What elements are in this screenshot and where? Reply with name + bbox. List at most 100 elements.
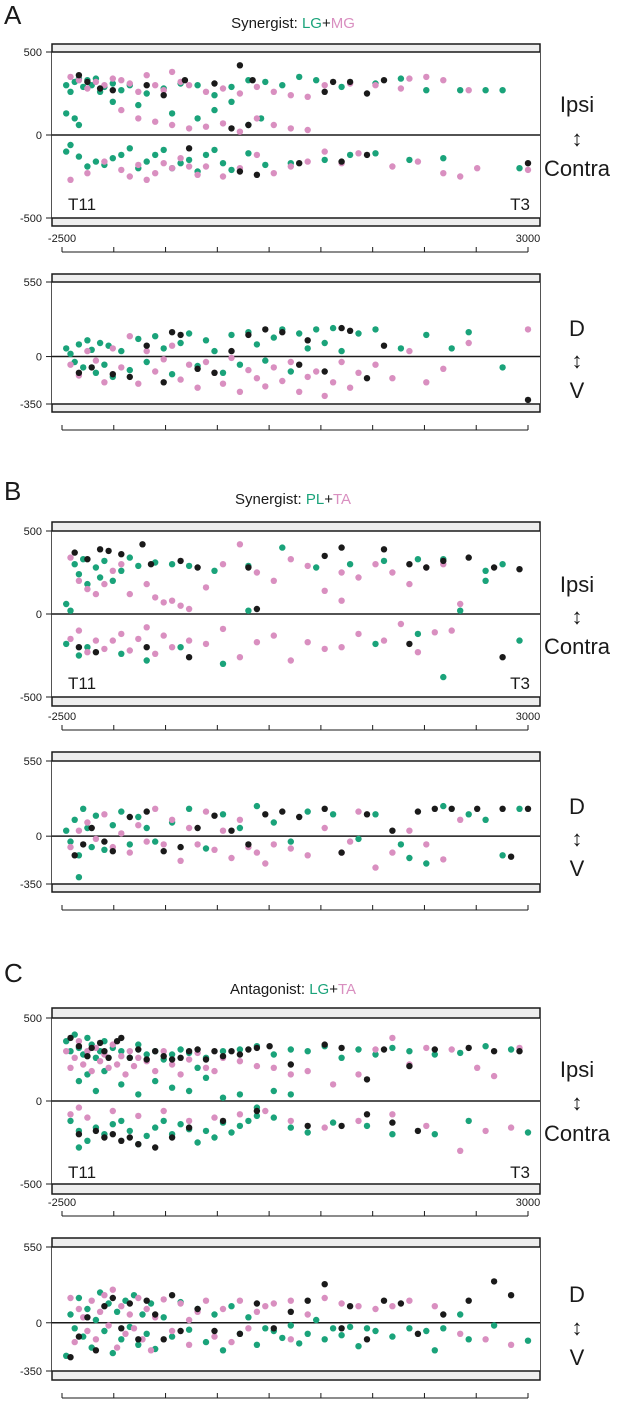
ta-point <box>105 1322 112 1329</box>
ta-point <box>88 1297 95 1304</box>
ta-point <box>474 1064 481 1072</box>
lg-point <box>236 1046 244 1053</box>
ta-point <box>321 587 328 594</box>
ta-point <box>135 635 142 643</box>
pl-point <box>219 660 227 667</box>
black-point <box>160 1053 167 1060</box>
mg-point <box>355 369 362 376</box>
black-point <box>71 549 78 556</box>
lg-point <box>101 1327 108 1335</box>
black-point <box>126 1300 133 1307</box>
ta-point <box>118 830 125 837</box>
black-point <box>139 541 146 548</box>
lg-point <box>160 345 167 352</box>
lg-point <box>126 145 133 152</box>
lg-point <box>397 75 405 82</box>
black-point <box>414 1330 422 1338</box>
lg-point <box>406 156 413 164</box>
dorsal-label: D <box>569 316 585 341</box>
black-point <box>101 1134 108 1141</box>
black-point <box>228 827 235 834</box>
ventral-label: V <box>570 1345 585 1370</box>
black-point <box>406 640 413 648</box>
y-tick-label: -500 <box>20 1179 42 1191</box>
mg-point <box>465 339 472 347</box>
lg-point <box>465 1117 472 1125</box>
pl-point <box>67 607 74 614</box>
lg-point <box>389 1044 396 1052</box>
lg-point <box>118 151 125 159</box>
black-point <box>431 805 438 812</box>
segment-label-left: T11 <box>68 1163 96 1182</box>
mg-point <box>202 88 210 96</box>
pl-point <box>84 644 91 651</box>
black-point <box>118 551 125 558</box>
ta-point <box>75 827 83 834</box>
panel-title: Antagonist: LG+TA <box>230 981 356 998</box>
mg-point <box>185 125 193 132</box>
pl-point <box>236 824 244 832</box>
lg-point <box>143 1330 150 1338</box>
black-point <box>363 1111 371 1118</box>
ta-point <box>126 647 133 654</box>
mg-point <box>109 345 117 352</box>
ta-point <box>80 1061 87 1068</box>
lg-point <box>135 1341 142 1349</box>
plot-area <box>52 1247 540 1371</box>
black-point <box>279 329 286 336</box>
lg-point <box>92 1316 100 1324</box>
mg-point <box>287 92 294 99</box>
panel-letter: A <box>4 0 22 30</box>
lg-point <box>75 1077 83 1085</box>
mg-point <box>67 73 74 81</box>
black-point <box>228 1048 235 1055</box>
lg-point <box>160 1314 167 1321</box>
ta-point <box>135 1294 142 1302</box>
lg-point <box>71 115 78 122</box>
mg-point <box>236 90 244 97</box>
lg-point <box>363 1122 371 1130</box>
pl-point <box>71 561 78 568</box>
lg-point <box>397 345 405 352</box>
ta-point <box>211 1114 218 1121</box>
ta-point <box>202 808 210 815</box>
ta-point <box>101 1292 108 1299</box>
mg-point <box>152 82 159 89</box>
mg-point <box>75 77 83 84</box>
pl-point <box>75 874 83 881</box>
lg-point <box>270 1114 277 1121</box>
black-point <box>84 1314 91 1321</box>
ta-point <box>287 1071 294 1078</box>
lg-point <box>168 1051 176 1058</box>
mg-point <box>304 126 311 134</box>
contra-label: Contra <box>544 156 611 181</box>
black-point <box>126 1134 133 1141</box>
black-point <box>160 92 167 99</box>
black-point <box>321 1281 328 1288</box>
ta-point <box>101 811 108 818</box>
lg-point <box>92 1087 100 1095</box>
black-point <box>389 1119 396 1126</box>
ta-point <box>84 585 91 593</box>
black-point <box>524 805 532 812</box>
ta-point <box>109 1286 117 1293</box>
ta-point <box>431 1303 438 1310</box>
lg-point <box>490 1322 498 1329</box>
black-point <box>194 1046 201 1053</box>
black-point <box>338 158 345 165</box>
ta-point <box>338 597 345 604</box>
mg-point <box>219 380 227 387</box>
lg-point <box>62 110 70 117</box>
ta-point <box>304 1067 311 1075</box>
lg-point <box>202 337 210 344</box>
ta-point <box>287 1297 294 1304</box>
black-point <box>177 1054 184 1062</box>
ta-point <box>355 574 362 581</box>
lg-point <box>67 1311 74 1318</box>
ta-point <box>414 649 422 656</box>
pl-point <box>482 577 489 584</box>
black-point <box>168 1134 176 1141</box>
mg-point <box>406 75 413 82</box>
pl-point <box>101 846 108 853</box>
